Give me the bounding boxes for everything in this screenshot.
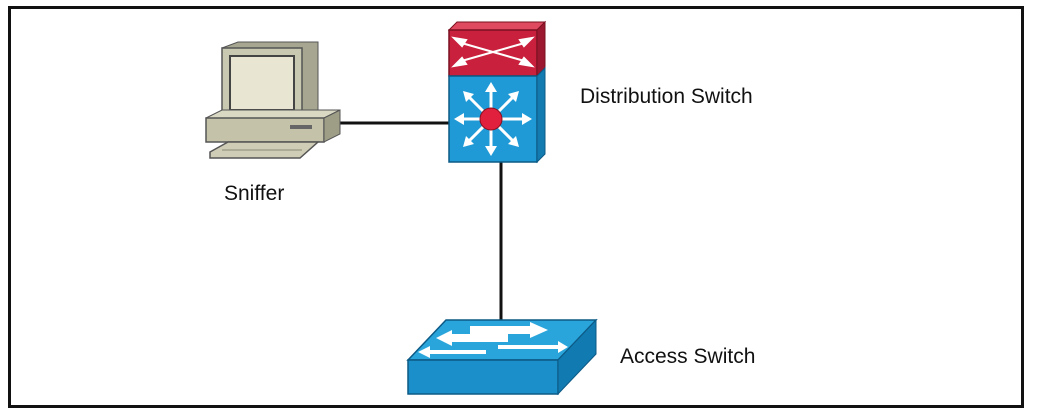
multilayer-switch-icon: [447, 20, 547, 164]
pc-icon: [205, 41, 341, 159]
workgroup-switch-icon: [406, 318, 598, 396]
distribution-switch-label: Distribution Switch: [580, 85, 753, 108]
access-switch-label: Access Switch: [620, 345, 756, 368]
sniffer-label: Sniffer: [224, 182, 285, 205]
diagram-frame: [8, 6, 1024, 408]
